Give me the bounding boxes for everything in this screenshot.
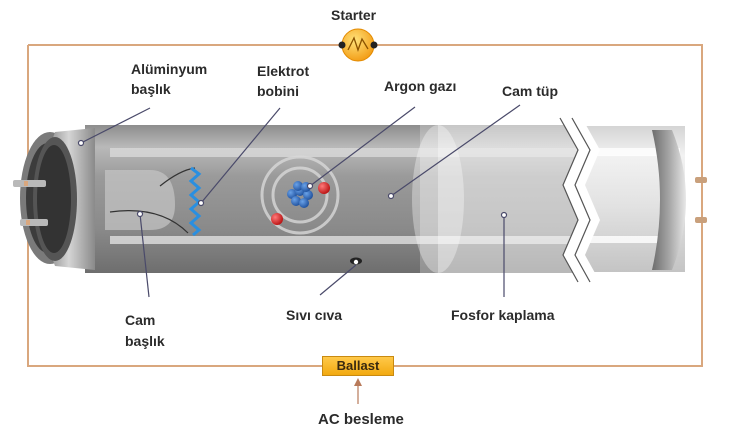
argon-atom: [260, 155, 340, 235]
electrode-coil-label-line1: Elektrot: [257, 63, 310, 79]
glass-stem-label-line1: Cam: [125, 312, 156, 328]
right-end-cap: [652, 130, 707, 270]
aluminum-cap-label-line1: Alüminyum: [131, 61, 208, 77]
liquid-mercury-drop: [350, 257, 362, 265]
leader-lines: [80, 104, 521, 298]
electrode-coil-label-line2: bobini: [257, 83, 299, 99]
starter-icon: [338, 28, 378, 62]
glass-tube-label: Cam tüp: [502, 83, 558, 99]
argon-gas-label: Argon gazı: [384, 78, 457, 94]
starter-label: Starter: [331, 7, 377, 23]
ballast-box: Ballast: [322, 356, 394, 376]
circuit-wire: [27, 44, 703, 367]
leader-dots: [77, 139, 508, 219]
aluminum-cap-label-line2: başlık: [131, 81, 171, 97]
glass-stem: [105, 167, 196, 234]
phosphor-coating: [412, 125, 464, 273]
liquid-mercury-label: Sıvı cıva: [286, 307, 343, 323]
ac-supply-arrow: [354, 378, 362, 404]
electron: [271, 213, 283, 225]
tube-break-mark: [559, 117, 600, 283]
glass-stem-label-line2: başlık: [125, 333, 165, 349]
left-end-cap: [13, 128, 95, 270]
ac-supply-label: AC besleme: [318, 411, 404, 428]
electron: [318, 182, 330, 194]
phosphor-coating-label: Fosfor kaplama: [451, 307, 555, 323]
